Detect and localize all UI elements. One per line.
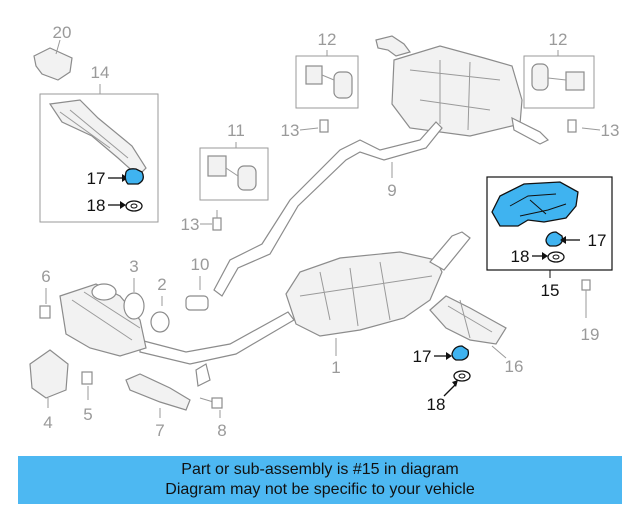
part-5-bolt xyxy=(81,371,93,385)
callout-17-b: 17 xyxy=(413,347,432,366)
callout-17-a: 17 xyxy=(87,169,106,188)
callout-16: 16 xyxy=(505,357,524,376)
part-13-bolt-c xyxy=(567,119,577,133)
callout-8: 8 xyxy=(217,421,226,440)
part-3-clamp xyxy=(123,292,145,320)
front-pipe xyxy=(139,311,295,365)
box-11 xyxy=(199,147,269,201)
box-12-a xyxy=(295,55,359,109)
box-12-b xyxy=(523,55,595,109)
callout-18-c: 18 xyxy=(511,247,530,266)
callout-9: 9 xyxy=(387,181,396,200)
part-11-hanger xyxy=(207,155,257,191)
part-17-insulator-c xyxy=(545,231,564,247)
callout-13-c: 13 xyxy=(601,121,620,140)
callout-12-b: 12 xyxy=(549,30,568,49)
part-6-nut xyxy=(39,305,51,319)
front-muffler xyxy=(285,231,471,337)
exhaust-parts-diagram: 20 14 17 18 13 12 13 11 xyxy=(29,23,620,440)
callout-2: 2 xyxy=(157,275,166,294)
part-20-bracket xyxy=(33,39,73,81)
rear-muffler xyxy=(375,35,550,145)
part-18-washer-a xyxy=(125,200,143,212)
part-10-clamp xyxy=(185,295,209,311)
info-banner: Part or sub-assembly is #15 in diagram D… xyxy=(18,456,622,504)
part-13-bolt-b xyxy=(319,119,329,133)
callout-5: 5 xyxy=(83,405,92,424)
callout-1: 1 xyxy=(331,358,340,377)
part-18-washer-c xyxy=(547,251,565,263)
callout-13-a: 13 xyxy=(181,215,200,234)
part-12-hanger-b xyxy=(531,63,585,91)
callout-19: 19 xyxy=(581,325,600,344)
part-17-insulator-a xyxy=(124,168,144,185)
callout-7: 7 xyxy=(155,421,164,440)
callout-17-c: 17 xyxy=(588,231,607,250)
part-18-washer-b xyxy=(453,370,471,382)
callout-15: 15 xyxy=(541,281,560,300)
part-8-bolt xyxy=(199,397,223,409)
part-16-heat-shield xyxy=(429,295,507,345)
part-12-hanger-a xyxy=(305,65,353,99)
banner-line-1: Part or sub-assembly is #15 in diagram xyxy=(181,461,459,478)
part-7-bracket xyxy=(125,373,191,411)
callout-3: 3 xyxy=(129,257,138,276)
banner-line-2: Diagram may not be specific to your vehi… xyxy=(165,481,475,498)
callout-11: 11 xyxy=(227,121,245,140)
callout-20: 20 xyxy=(53,23,72,42)
callout-18-a: 18 xyxy=(87,196,106,215)
callout-18-b: 18 xyxy=(427,395,446,414)
part-13-bolt-a xyxy=(212,210,222,231)
callout-12-a: 12 xyxy=(318,30,337,49)
callout-10: 10 xyxy=(191,255,210,274)
callout-13-b: 13 xyxy=(281,121,300,140)
center-pipe xyxy=(213,121,443,297)
part-14-heat-shield xyxy=(48,99,147,177)
part-19-bolt xyxy=(581,279,591,318)
callout-14: 14 xyxy=(91,63,110,82)
callout-6: 6 xyxy=(41,267,50,286)
part-2-gasket xyxy=(150,311,170,333)
part-4-bracket xyxy=(29,349,69,399)
callout-4: 4 xyxy=(43,413,52,432)
part-17-insulator-b xyxy=(451,345,470,361)
box-14 xyxy=(39,93,159,223)
